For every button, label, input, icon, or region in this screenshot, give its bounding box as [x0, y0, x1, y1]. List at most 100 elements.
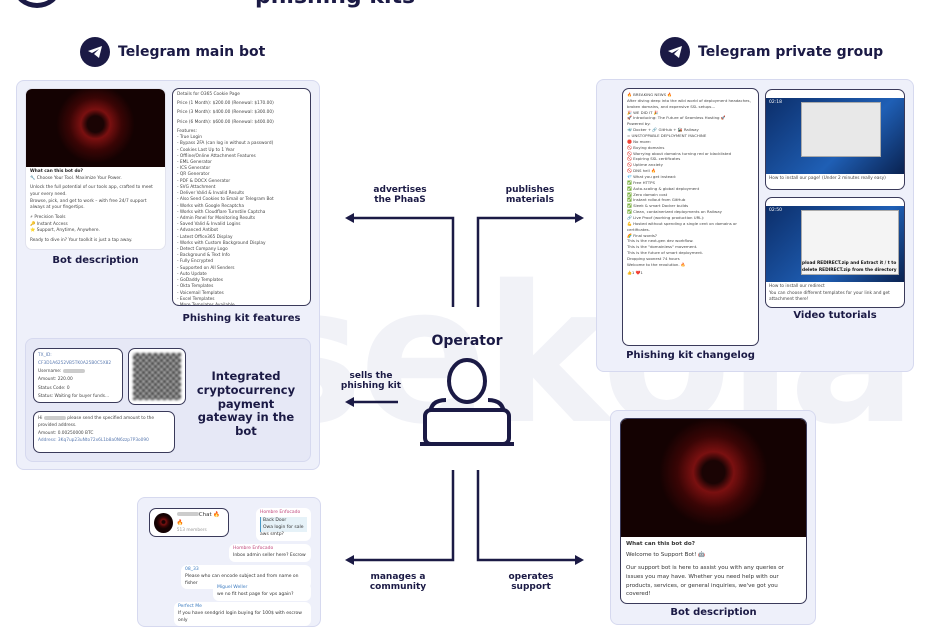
message-author: Perfect Me [178, 604, 202, 609]
feature-item: - Advanced Antibot [177, 228, 219, 234]
operator-icon [420, 358, 514, 446]
changelog-line: 🌈 Final words? [627, 232, 657, 238]
feature-item: - Saved Valid & Invalid Logins [177, 222, 241, 228]
message-text: Inbox admin seller here? Escrow [233, 552, 306, 558]
changelog-line: 🚫 Worrying about domains turning red or … [627, 150, 732, 156]
message-text: aws smtp? [260, 532, 284, 538]
header-main-bot: Telegram main bot [80, 37, 265, 67]
price-line: Price (1 Month): $200.00 (Renewal: $170.… [177, 101, 274, 107]
feature-item: - Offline/Online Attachment Features [177, 153, 256, 159]
qr-code [133, 353, 181, 400]
feature-item: - PDF & DOCX Generator [177, 178, 231, 184]
changelog-line: 🚫 Uptime anxiety [627, 162, 663, 168]
changelog-line: Dropping soonest 74 hours [627, 256, 680, 262]
msg-greeting: Hi [38, 416, 43, 421]
changelog-line: 🛑 No more: [627, 138, 651, 144]
label-support-bot: Bot description [670, 607, 757, 618]
changelog-line: 🚀 Introducing: The Future of Seamless Ho… [627, 115, 726, 121]
arrow-advertises [352, 216, 455, 307]
changelog-line: ✅ Sleek & smart Docker builds [627, 203, 689, 209]
video-caption: How to install our redirect You can choo… [769, 284, 890, 303]
changelog-line: 🚫 DNS hell 🔥 [627, 168, 656, 174]
feature-item: - Auto Update [177, 271, 207, 277]
header-private-group: Telegram private group [660, 37, 883, 67]
message-reply: Back Door Owa login for sale [260, 516, 307, 533]
feature-item: - True Login [177, 135, 203, 141]
changelog-line: After diving deep into the wild world of… [627, 97, 751, 109]
group-name: Chat 🔥🔥 [176, 511, 221, 527]
arrow-publishes [476, 216, 576, 307]
support-bot-image [621, 419, 806, 537]
features-heading: Details for O365 Cookie Page [177, 92, 240, 97]
changelog-line: 🔥 BREAKING NEWS 🔥 [627, 92, 673, 97]
feature-item: - More Templates Available [177, 303, 235, 306]
header-text: Telegram main bot [118, 44, 266, 60]
chat-message: Miguel Weller we no fit host page for vp… [213, 583, 311, 601]
support-heading: What can this bot do? [626, 541, 695, 547]
bot-text: Unlock the full potential of our tools a… [30, 185, 153, 197]
changelog-line: ✅ Free HTTPS [627, 179, 655, 185]
feature-item: - QR Generator [177, 172, 210, 178]
changelog-line: This is the next-gen dev workflow. [627, 238, 694, 244]
changelog-line: ✅ Auto-scaling & global deployment [627, 185, 700, 191]
bot-bullet: 🔑 Instant Access [30, 221, 68, 227]
feature-item: - Works with Cloudflare Turnstile Captch… [177, 209, 266, 215]
qr-code-card [128, 348, 186, 405]
chat-message: Hombre Enfocado Back Door Owa login for … [256, 508, 311, 541]
feature-item: - Fully Encrypted [177, 259, 214, 265]
operator-label: Operator [431, 333, 503, 349]
feature-item: - Supported on All Senders [177, 265, 235, 271]
feature-item: - Also Send Cookies to Email or Telegram… [177, 197, 274, 203]
edge-label-operates: operates support [508, 572, 554, 592]
label-kit-features: Phishing kit features [182, 313, 301, 324]
edge-label-manages: manages a community [369, 572, 427, 592]
label-bot-description: Bot description [52, 255, 139, 266]
group-avatar [154, 512, 173, 533]
changelog-line: 💪 Hosted without spending a single cent … [627, 220, 738, 232]
feature-item: - ICS Generator [177, 166, 211, 172]
message-text: we no fit host page for vps again? [217, 591, 294, 597]
support-body: Our support bot is here to assist you wi… [626, 565, 784, 598]
label-changelog: Phishing kit changelog [626, 350, 755, 361]
changelog-line: 🎉 WE DID IT 🎉 [627, 109, 659, 115]
video-thumbnail[interactable]: 02:50 pload REDIRECT.zip and Extract it … [766, 206, 904, 282]
tx-status: Status: Waiting for buyer funds... [38, 393, 110, 399]
feature-item: - Detect Company Logo [177, 247, 228, 253]
changelog-line: 🚫 Expiring SSL certificates [627, 156, 681, 162]
feature-item: - Latest Office365 Display [177, 234, 233, 240]
video-card[interactable]: 02:50 pload REDIRECT.zip and Extract it … [765, 197, 905, 308]
reactions[interactable]: 👍1 ❤️1 [627, 269, 643, 275]
bot-bullet: ⚡ Precision Tools [30, 214, 66, 220]
group-header-card[interactable]: Chat 🔥🔥 513 members [149, 508, 229, 537]
tx-id: TX_ID: CF3D1A6252VB5TK0A25B0C5X82 [38, 353, 112, 367]
bot-tagline: 🔧 Choose Your Tool. Maximize Your Power. [30, 175, 122, 181]
community-panel: Chat 🔥🔥 513 members Hombre Enfocado Back… [137, 497, 321, 627]
video-overlay-text: pload REDIRECT.zip and Extract it / t to… [802, 261, 897, 273]
bot-text: Ready to dive in? Your toolkit is just a… [30, 237, 133, 243]
changelog-line: 💎 What you get instead: [627, 174, 677, 180]
message-text: Please who can encode subject and from n… [185, 573, 299, 586]
edge-label-advertises: advertises the PhaaS [373, 185, 427, 205]
bot-description-card: What can this bot do? 🔧 Choose Your Tool… [25, 88, 166, 250]
video-card[interactable]: 02:18 How to install our page! (Under 2 … [765, 89, 905, 190]
changelog-line: Welcome to the revolution. 🔥 [627, 261, 686, 267]
group-members: 513 members [176, 527, 207, 533]
label-payment-gateway: Integrated cryptocurrency payment gatewa… [196, 369, 296, 439]
feature-item: - Admin Panel for Monitoring Results [177, 215, 256, 221]
changelog-line: = UNSTOPPABLE DEPLOYMENT MACHINE [627, 133, 707, 139]
message-author: Hombre Enfocado [233, 546, 274, 551]
video-duration: 02:18 [769, 100, 782, 105]
bot-bullet: ⭐ Support, Anytime, Anywhere. [30, 228, 100, 234]
edge-label-sells: sells the phishing kit [340, 371, 402, 391]
tx-amount: Amount: 220.00 [38, 377, 73, 383]
message-author: Hombre Enfocado [260, 510, 301, 515]
changelog-line: 🐳 Docker + 🔗 GitHub + 🚂 Railway [627, 127, 699, 133]
changelog-line: 🔗 Live Proof (working production URL): [627, 215, 705, 221]
tx-username: Username: [38, 369, 62, 375]
tx-status-code: Status Code: 0 [38, 385, 70, 391]
payment-message-card: Hi please send the specified amount to t… [33, 411, 175, 453]
video-thumbnail[interactable]: 02:18 [766, 98, 904, 174]
price-line: Price (3 Month): $400.00 (Renewal: $300.… [177, 110, 274, 116]
msg-text: please send the specified amount to the … [38, 416, 155, 429]
changelog-line: ✅ Instant rollout from GitHub [627, 197, 686, 203]
